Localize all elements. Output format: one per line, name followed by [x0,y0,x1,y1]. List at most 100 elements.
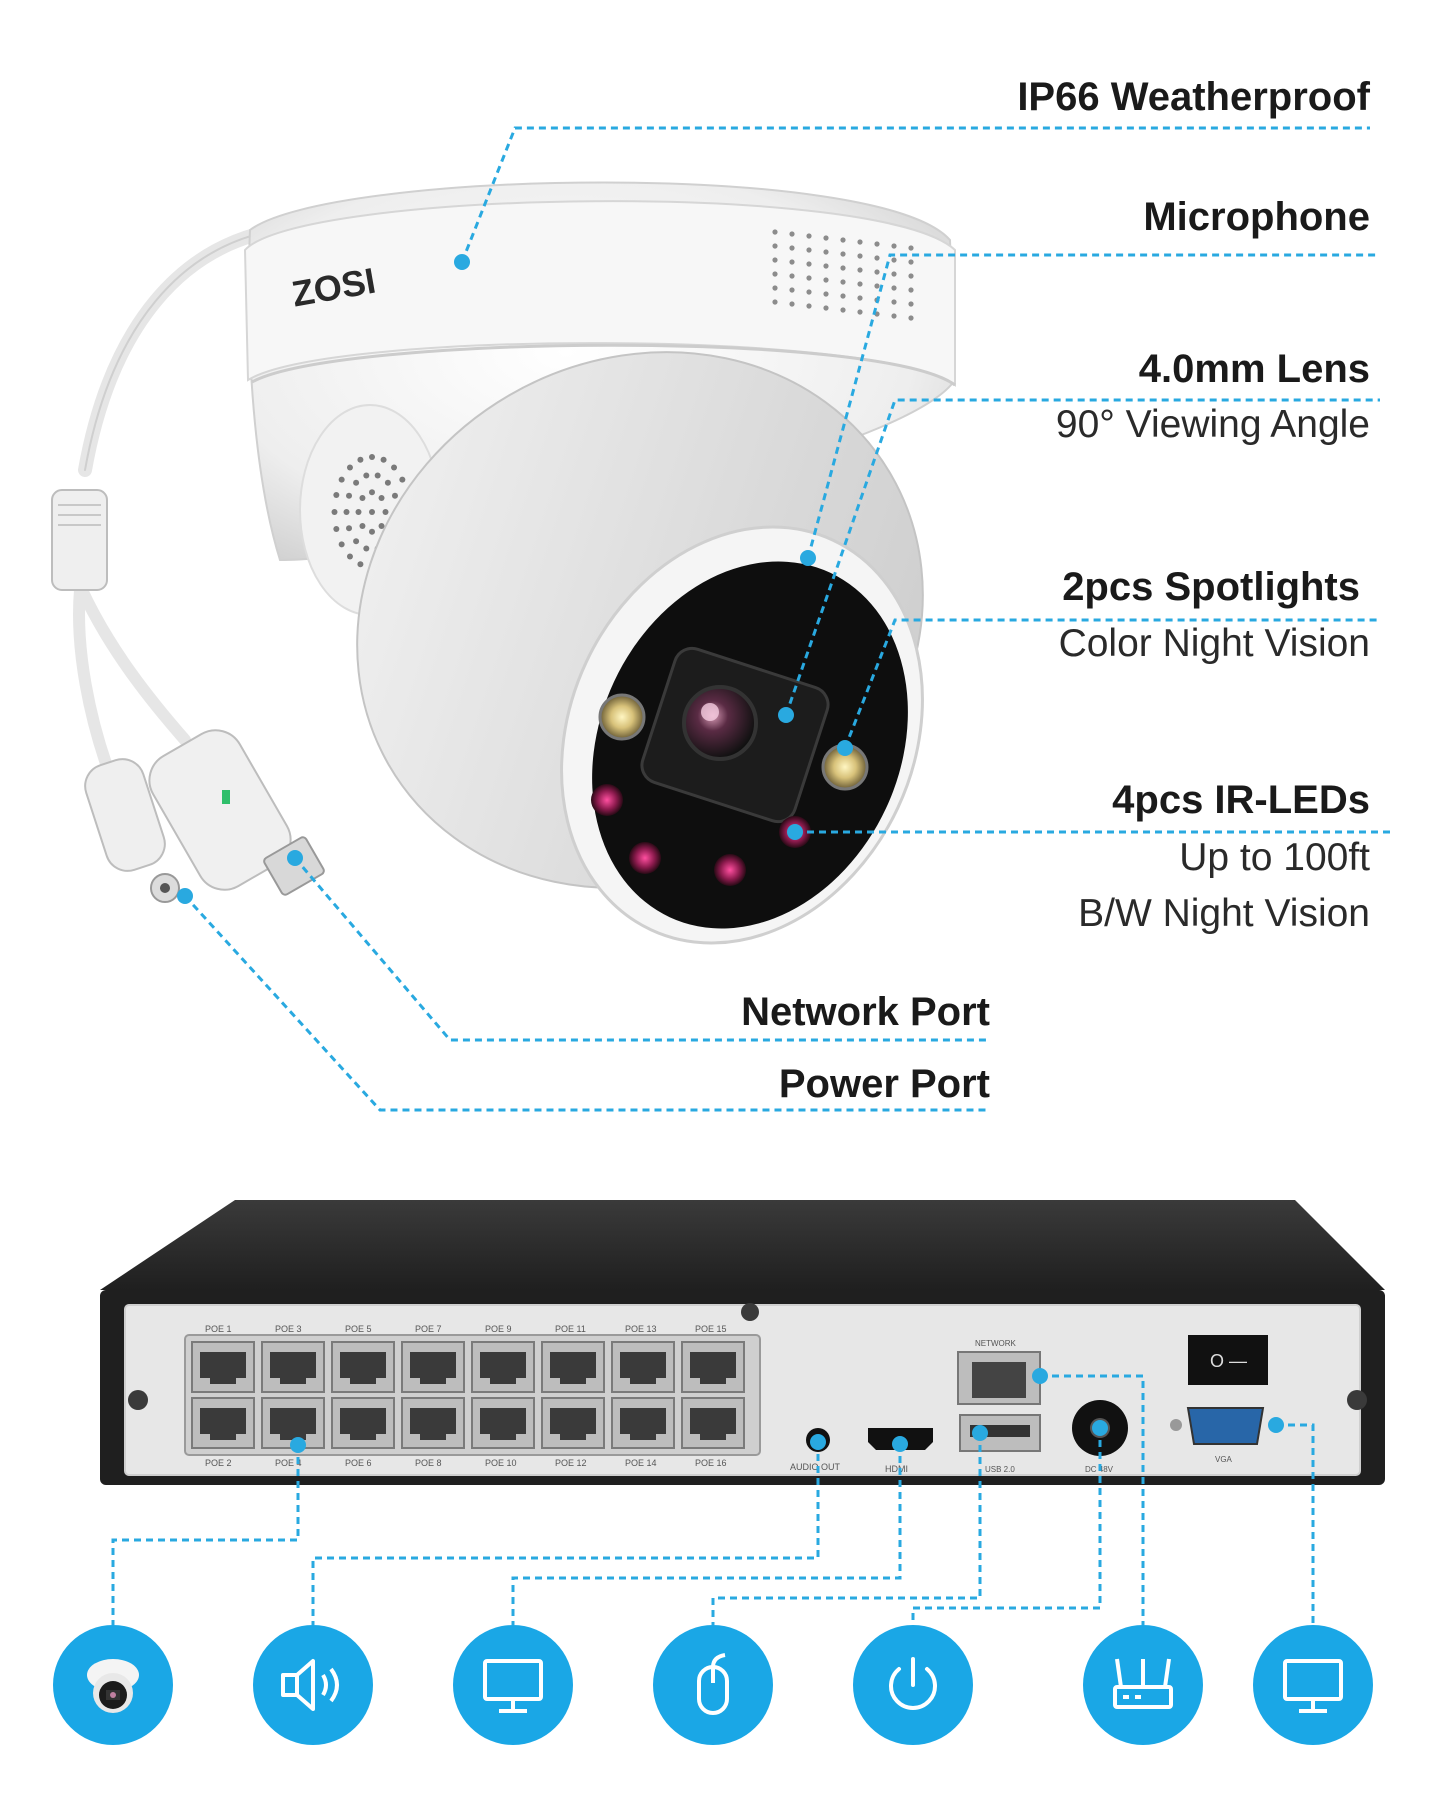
camera-lens [682,685,758,761]
mic-hole [874,269,880,275]
mic-hole [840,279,846,285]
speaker-hole [391,464,398,471]
poe-port [541,1341,605,1393]
ir-led [629,842,661,874]
svg-text:AUDIO OUT: AUDIO OUT [790,1462,841,1472]
poe-port [471,1397,535,1449]
camera-cables [73,221,297,781]
mouse-icon [653,1625,773,1745]
speaker-hole [380,456,387,463]
callout-ir-range: Up to 100ft [1179,836,1370,879]
poe-port [471,1341,535,1393]
mic-hole [789,231,795,237]
mic-hole [840,237,846,243]
mic-hole [789,245,795,251]
mic-hole [908,301,914,307]
port-label: POE 5 [345,1324,372,1334]
mic-hole [891,257,897,263]
mic-hole [874,241,880,247]
mic-hole [840,293,846,299]
callout-power-port: Power Port [778,1062,990,1106]
svg-text:VGA: VGA [1215,1455,1233,1464]
callout-lens: 4.0mm Lens [1138,347,1370,391]
mic-hole [908,259,914,265]
speaker-hole [357,456,364,463]
mic-hole [789,273,795,279]
port-label: POE 13 [625,1324,657,1334]
mic-hole [891,271,897,277]
speaker-hole [399,476,406,483]
speaker-hole [357,561,364,568]
mic-hole [857,295,863,301]
power-connector [84,758,180,903]
poe-port [611,1341,675,1393]
poe-port [681,1397,745,1449]
mic-hole [908,273,914,279]
speaker-hole [331,509,338,515]
port-label: POE 1 [205,1324,232,1334]
poe-port [331,1341,395,1393]
poe-port [331,1397,395,1449]
speaker-hole [369,454,375,460]
mic-hole [823,263,829,269]
port-label: POE 16 [695,1458,727,1468]
nvr-callout-lines [111,1374,1315,1625]
mic-hole [823,249,829,255]
port-label: POE 8 [415,1458,442,1468]
speaker-hole [363,545,370,552]
mic-hole [908,287,914,293]
speaker-hole [382,509,389,515]
callout-bw-night: B/W Night Vision [1078,892,1370,935]
speaker-hole [384,479,391,486]
mic-hole [874,283,880,289]
callout-color-night: Color Night Vision [1058,622,1370,665]
mic-hole [772,243,778,249]
port-label: POE 11 [555,1324,586,1334]
speaker-hole [378,523,385,530]
mic-hole [857,267,863,273]
mic-hole [840,251,846,257]
mic-hole [857,309,863,315]
port-label: POE 15 [695,1324,727,1334]
poe-port [261,1397,325,1449]
port-label: POE 6 [345,1458,372,1468]
speaker-hole [338,541,345,548]
speaker-hole [374,472,381,479]
speaker-hole [391,492,398,499]
callout-network-port: Network Port [741,990,990,1034]
speaker-hole [333,525,340,532]
speaker-hole [346,492,353,499]
mic-hole [908,315,914,321]
speaker-hole [369,528,375,535]
port-label: POE 3 [275,1324,302,1334]
speaker-hole [346,525,353,532]
mic-hole [806,275,812,281]
mic-hole [772,257,778,263]
port-label: POE 12 [555,1458,587,1468]
ir-led [591,784,623,816]
callout-ir-leds: 4pcs IR-LEDs [1112,778,1370,822]
dome-camera: ZOSI [51,181,957,945]
mic-hole [823,291,829,297]
spotlight-left [598,693,646,741]
mic-hole [806,233,812,239]
power-icon [853,1625,973,1745]
port-label: POE 10 [485,1458,517,1468]
speaker-hole [369,509,375,515]
port-label: POE 9 [485,1324,512,1334]
speaker-hole [346,464,353,471]
port-label: POE 2 [205,1458,232,1468]
mic-hole [891,243,897,249]
callout-spotlights: 2pcs Spotlights [1062,565,1360,609]
callout-lines [183,126,1395,1112]
speaker-icon [253,1625,373,1745]
poe-port [541,1397,605,1449]
callout-viewing-angle: 90° Viewing Angle [1055,403,1370,446]
mic-hole [806,261,812,267]
mic-hole [891,299,897,305]
speaker-hole [346,553,353,560]
callout-weatherproof: IP66 Weatherproof [1017,75,1370,119]
mic-hole [823,235,829,241]
vga-port [1186,1407,1265,1445]
